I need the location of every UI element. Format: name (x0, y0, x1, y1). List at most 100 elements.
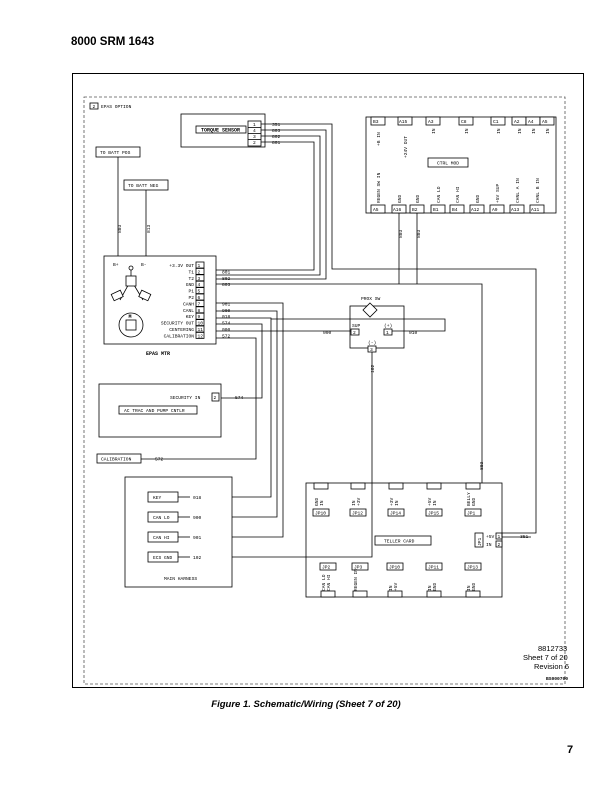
epas-pin-name: GND (186, 282, 195, 288)
ts-wire-351: 351 (272, 122, 281, 128)
drawing-number: 8812733 (538, 644, 567, 653)
ts-wire-803: 803 (272, 128, 281, 134)
epas-pin-num: 12 (198, 333, 204, 339)
teller-top-name: IN (351, 500, 357, 506)
svg-text:B3: B3 (373, 119, 379, 125)
ts-pin-3: 3 (253, 134, 256, 140)
svg-text:A15: A15 (399, 119, 408, 125)
batt-pos-wire: 803 (117, 224, 123, 233)
svg-text:GND: GND (475, 194, 481, 203)
ctrl-wire-b: 803 (416, 229, 422, 238)
ctrl-bottom-pins: A5 A16 B2 B1 B4 A12 A9 A13 A11 (370, 204, 545, 214)
page-number: 7 (567, 744, 574, 756)
epas-pin-name: T2 (188, 276, 194, 282)
teller-top-jp: JP14 (390, 511, 401, 517)
epas-pin-wire: 000 (222, 327, 231, 333)
ac-pin: 2 (214, 395, 217, 401)
svg-text:A9: A9 (492, 207, 498, 213)
harness-item-wire: 900 (193, 515, 202, 521)
harness-item-label: ECS GND (153, 555, 173, 561)
torque-sensor-pins: 1 4 3 2 (247, 120, 262, 147)
epas-pin-name: CENTERING (169, 327, 194, 333)
svg-text:C1: C1 (493, 119, 499, 125)
svg-text:1: 1 (498, 534, 501, 540)
teller-bottom-name: CAN LO (321, 574, 327, 591)
teller-top-jp: JP1 (467, 511, 476, 517)
ts-pin-4: 4 (253, 128, 256, 134)
b-plus: B+ (113, 262, 119, 268)
teller-top-name: GND (314, 497, 320, 506)
svg-text:A12: A12 (471, 207, 480, 213)
batt-pos-label: TO BATT POS (100, 150, 131, 156)
svg-text:IN: IN (464, 128, 470, 134)
ac-ctrl-label-box (118, 405, 198, 415)
svg-text:A3: A3 (428, 119, 434, 125)
svg-text:IN: IN (531, 128, 537, 134)
main-harness-box (124, 476, 233, 588)
prox-sensor-icon (362, 302, 378, 318)
epas-pin-name: CANH (183, 301, 194, 307)
teller-top-name: BELLY (466, 492, 472, 506)
svg-text:+5V: +5V (486, 534, 495, 540)
ctrl-top-names: +B IN +24V OUT IN IN IN IN IN IN (376, 128, 551, 158)
epas-pin-num: 1 (198, 263, 201, 269)
teller-top-name: IN (319, 500, 325, 506)
prox-wire-left: 000 (323, 330, 332, 336)
b-minus: B- (141, 262, 147, 268)
epas-pin-name: CANL (183, 308, 194, 314)
calibration-box (96, 453, 142, 464)
teller-top-name: IN (432, 500, 438, 506)
teller-bottom-name: CAN HI (326, 574, 332, 591)
teller-top-jp: JP15 (428, 511, 439, 517)
ctrl-mod-label-box (427, 157, 469, 168)
svg-text:A2: A2 (514, 119, 520, 125)
prox-pin-3: 3 (370, 347, 373, 353)
epas-pin-wire: 901 (222, 301, 231, 307)
ac-security-in: SECURITY IN (170, 395, 201, 401)
prox-plus: (+) (384, 323, 392, 329)
option-num-box (89, 102, 99, 110)
teller-bottom-name: IN (388, 585, 394, 591)
svg-text:IN: IN (496, 128, 502, 134)
harness-item-wire: 102 (193, 555, 202, 561)
epas-pin-name: CALIBRATION (164, 333, 195, 339)
epas-pin-num: 10 (198, 321, 204, 327)
prox-pin-2: 2 (353, 330, 356, 336)
epas-pin-num: 8 (198, 308, 201, 314)
epas-label: EPAS MTR (146, 351, 170, 357)
svg-text:+B IN: +B IN (376, 132, 382, 146)
calibration-label: CALIBRATION (101, 457, 132, 463)
svg-text:A11: A11 (531, 207, 540, 213)
epas-pin-num: 7 (198, 301, 201, 307)
teller-top-name: +3V (356, 497, 362, 506)
epas-pin-num: 4 (198, 282, 201, 288)
teller-top-jp: JP12 (352, 511, 363, 517)
teller-bottom-jp: JP10 (389, 565, 400, 571)
ts-pin-1: 1 (253, 122, 256, 128)
teller-top-name: GND (471, 497, 477, 506)
teller-top-jp: JP10 (315, 511, 326, 517)
svg-text:A13: A13 (511, 207, 520, 213)
teller-bottom-name: GND (432, 582, 438, 591)
epas-pin-num: 6 (198, 295, 201, 301)
svg-text:IN: IN (545, 128, 551, 134)
epas-pin-num: 3 (198, 276, 201, 282)
ts-wire-801: 801 (272, 140, 281, 146)
harness-item-label: CAN HI (153, 535, 170, 541)
epas-pin-name: +3.3V OUT (169, 263, 194, 269)
teller-label: TELLER CARD (384, 539, 415, 545)
ctrl-top-pins: B3 A15 A3 C8 C1 A2 A4 A5 (370, 116, 555, 126)
svg-text:CAN LO: CAN LO (436, 186, 442, 203)
svg-text:IN: IN (431, 128, 437, 134)
epas-pin-wire: 018 (222, 314, 231, 320)
figure-code: BS000700 (546, 676, 568, 682)
teller-top-name: +3V (389, 497, 395, 506)
epas-pin-num: 2 (198, 269, 201, 275)
epas-pin-wire: 801 (222, 269, 231, 275)
harness-item-label: KEY (153, 495, 162, 501)
teller-bottom-name: +5V (393, 582, 399, 591)
epas-pin-wire: 572 (222, 333, 231, 339)
main-harness-label: MAIN HARNESS (164, 576, 197, 582)
